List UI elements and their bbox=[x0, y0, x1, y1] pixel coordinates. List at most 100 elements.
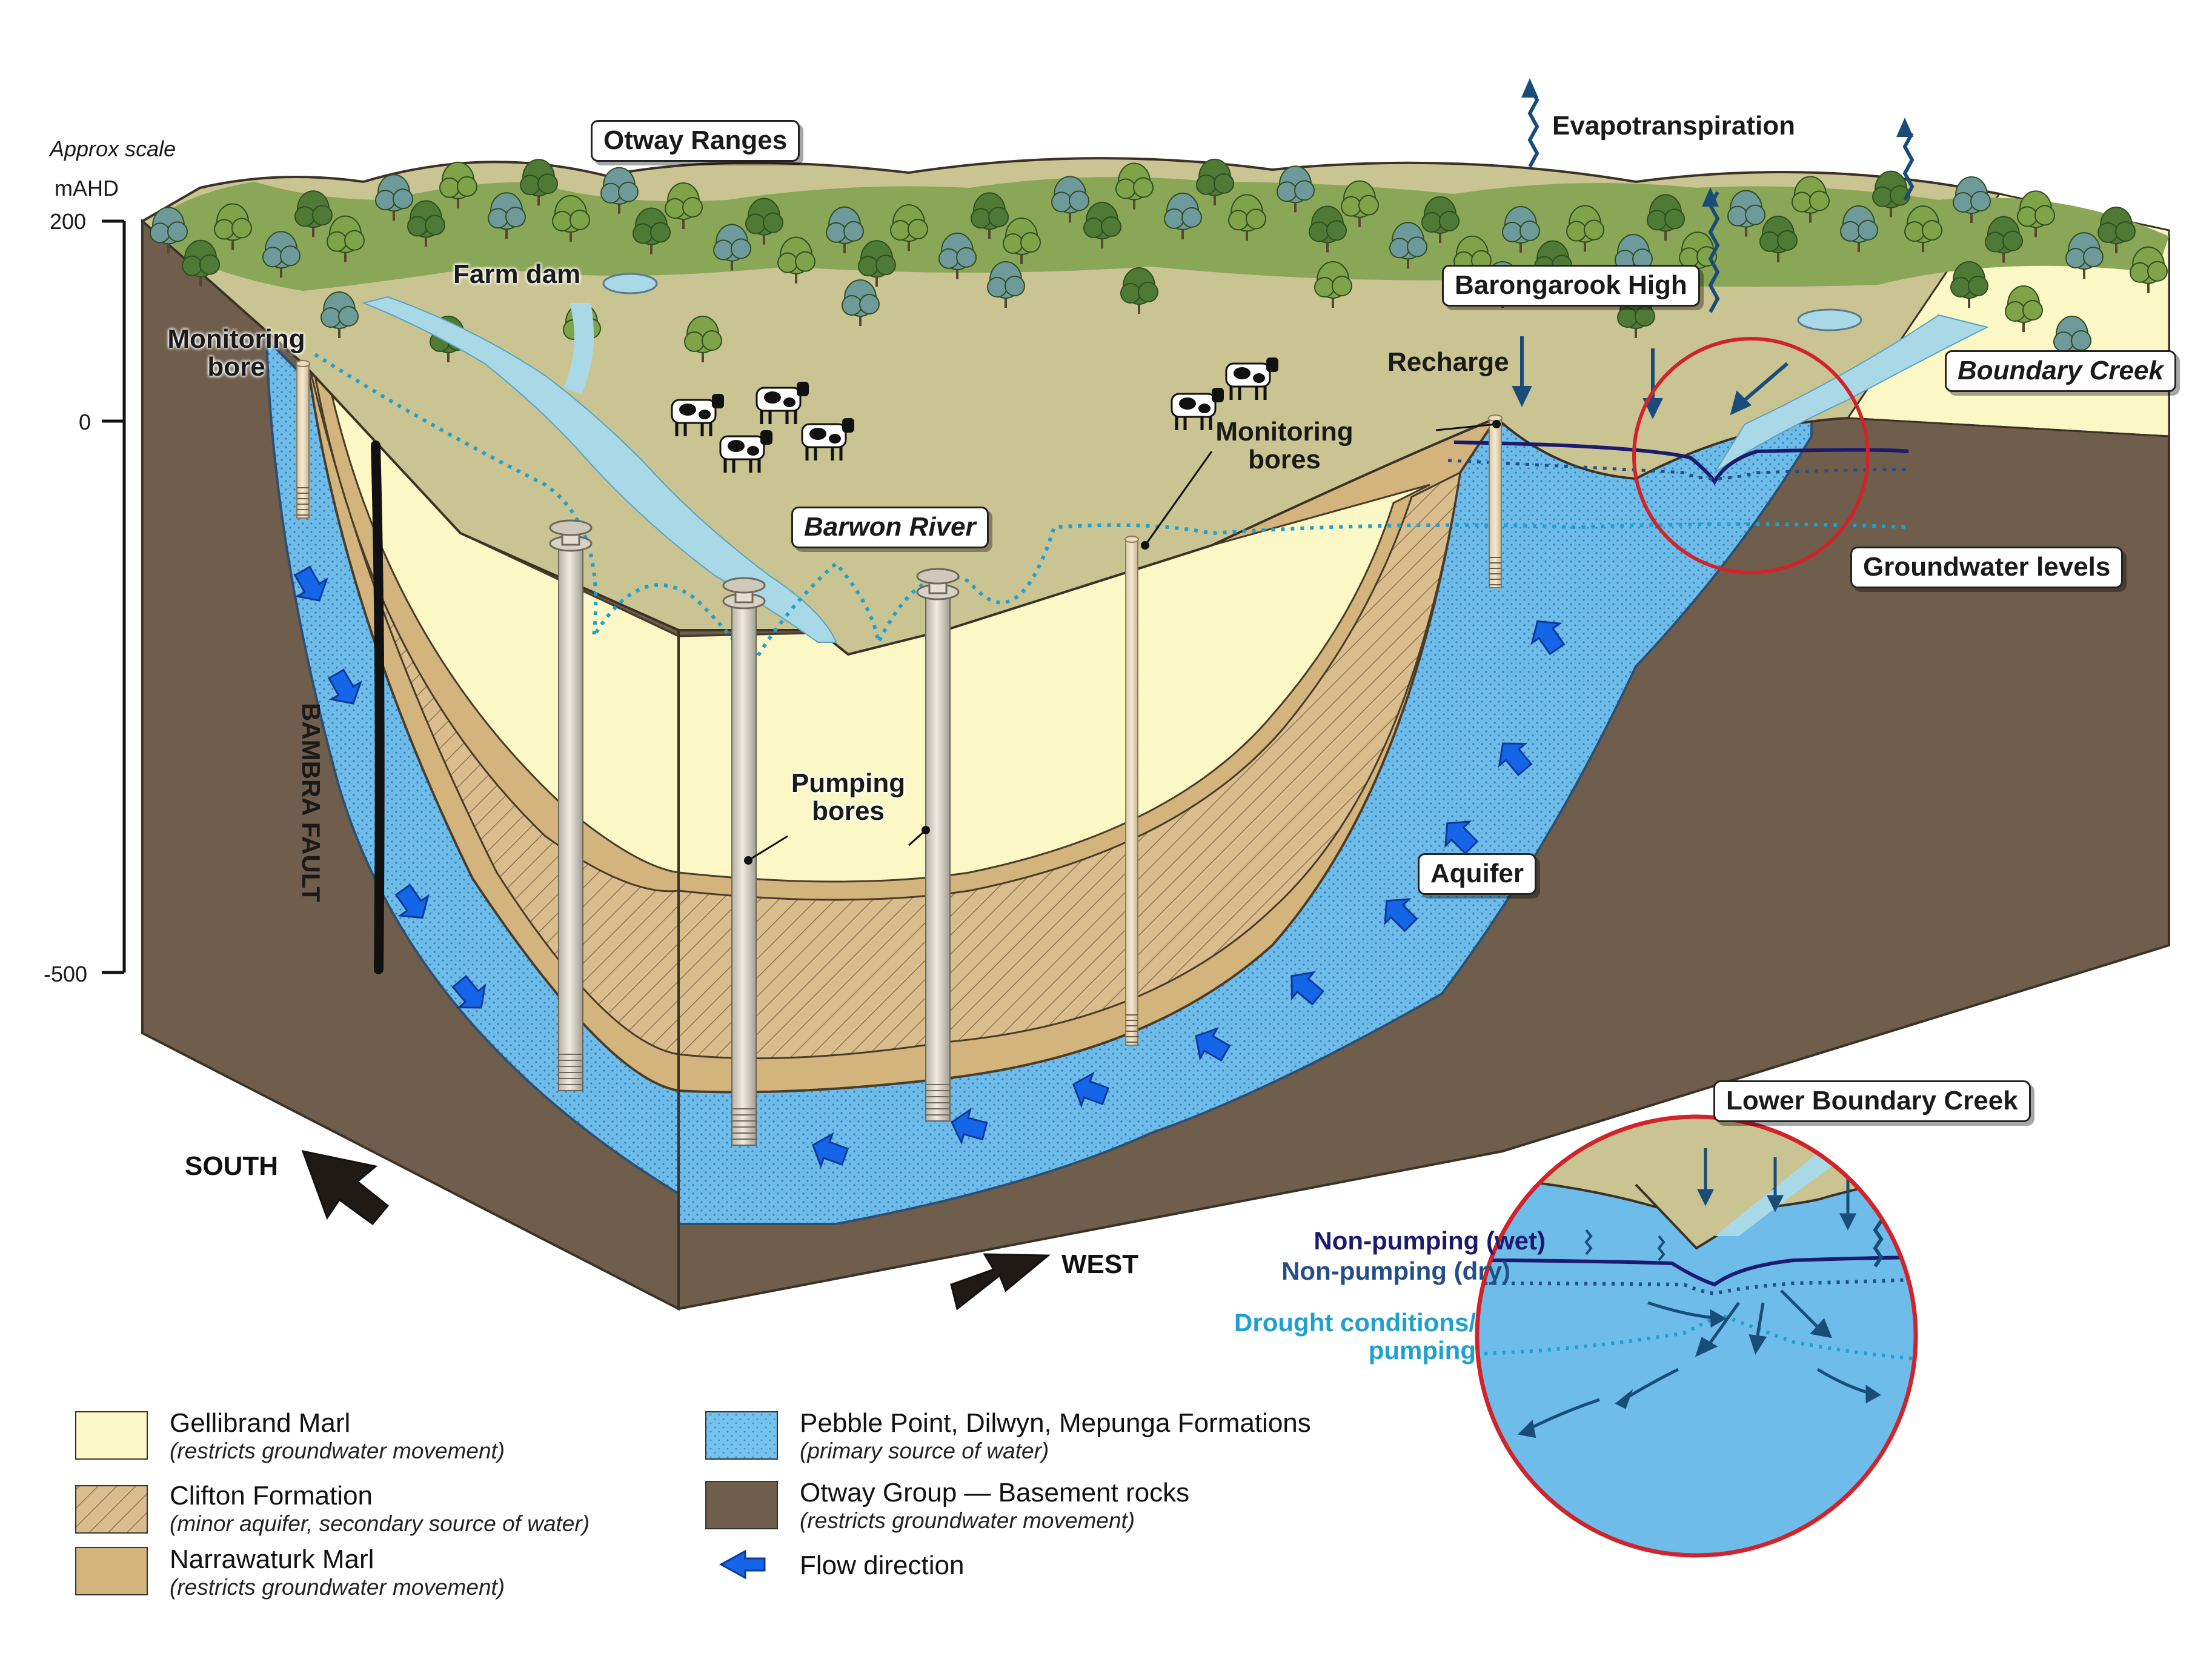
level-wet-line bbox=[1453, 441, 1909, 485]
tree-icon bbox=[294, 190, 333, 238]
tree-icon bbox=[2130, 246, 2168, 293]
legend-title: Clifton Formation bbox=[170, 1481, 373, 1511]
evapotranspiration-arrow-icon bbox=[1896, 118, 1915, 201]
flow-arrow-icon bbox=[1384, 898, 1418, 933]
level-dry-label: Non-pumping (dry) bbox=[1281, 1257, 1510, 1285]
tree-icon bbox=[1003, 217, 1041, 264]
evapotranspiration-label: Evapotranspiration bbox=[1552, 111, 1795, 141]
legend-swatches bbox=[75, 1411, 778, 1595]
tree-icon bbox=[407, 200, 445, 247]
cattle bbox=[671, 357, 1278, 473]
tree-icon bbox=[987, 261, 1025, 308]
tree-icon bbox=[1314, 261, 1352, 308]
tree-icon bbox=[327, 215, 365, 262]
tree-icon bbox=[552, 194, 590, 242]
barongarook-high-label: Barongarook High bbox=[1442, 265, 1700, 307]
scale-tick-minus-500: -500 bbox=[44, 962, 88, 986]
scale-tick-200: 200 bbox=[50, 209, 87, 234]
zoom-ring bbox=[1632, 337, 1870, 574]
tree-icon bbox=[777, 236, 815, 284]
bores bbox=[296, 360, 1503, 1146]
leader-line bbox=[1144, 451, 1213, 546]
evapotranspiration-arrow-icon bbox=[1521, 78, 1539, 168]
flow-arrow-icon bbox=[1072, 1071, 1110, 1108]
tree-icon bbox=[1164, 192, 1202, 239]
bambra-fault-label: BAMBRA FAULT bbox=[297, 703, 325, 902]
pumping-bore bbox=[722, 577, 766, 1146]
tree-icon bbox=[182, 239, 220, 287]
flow-arrow-icon bbox=[1444, 820, 1479, 855]
tree-canopy bbox=[150, 158, 2168, 362]
tree-icon bbox=[1566, 205, 1604, 252]
tree-icon bbox=[1421, 196, 1460, 243]
tree-icon bbox=[1953, 176, 1991, 224]
compass-south-label: SOUTH bbox=[185, 1151, 278, 1181]
tree-icon bbox=[1502, 205, 1540, 253]
legend-subtitle: (restricts groundwater movement) bbox=[800, 1508, 1135, 1533]
boundary-creek-label: Boundary Creek bbox=[1945, 350, 2176, 392]
tree-icon bbox=[1196, 158, 1234, 205]
legend-subtitle: (restricts groundwater movement) bbox=[170, 1438, 505, 1463]
evapotranspiration-arrows bbox=[1521, 78, 1915, 313]
legend-subtitle: (minor aquifer, secondary source of wate… bbox=[170, 1511, 590, 1536]
leader-dot bbox=[922, 826, 930, 834]
cow-icon bbox=[756, 382, 809, 424]
legend-flow-arrow bbox=[719, 1549, 766, 1580]
flow-arrow-icon bbox=[451, 974, 487, 1009]
barwon-river bbox=[361, 296, 837, 643]
level-drought-label: Drought conditions/ pumping bbox=[1234, 1308, 1476, 1365]
leader-line bbox=[748, 835, 788, 862]
legend-title: Otway Group — Basement rocks bbox=[800, 1478, 1190, 1508]
tree-icon bbox=[1120, 267, 1158, 314]
legend-subtitle: (primary source of water) bbox=[800, 1438, 1049, 1463]
tree-icon bbox=[745, 198, 783, 245]
tree-icon bbox=[1840, 205, 1878, 252]
tree-icon bbox=[1277, 165, 1315, 213]
tree-icon bbox=[890, 204, 928, 251]
legend-title: Narrawaturk Marl bbox=[170, 1544, 374, 1574]
leader-dot bbox=[744, 856, 752, 865]
legend-title: Pebble Point, Dilwyn, Mepunga Formations bbox=[800, 1408, 1311, 1438]
groundwater-level-dotted bbox=[314, 353, 1909, 671]
flow-arrow-icon bbox=[951, 1107, 988, 1145]
tree-icon bbox=[1792, 176, 1830, 223]
tree-icon bbox=[439, 161, 477, 208]
lower-boundary-creek-label: Lower Boundary Creek bbox=[1713, 1080, 2031, 1122]
tree-icon bbox=[713, 224, 751, 271]
bambra-fault-line bbox=[371, 441, 385, 974]
tree-icon bbox=[321, 291, 359, 338]
tree-icon bbox=[665, 182, 703, 229]
pumping-bores-label: Pumping bores bbox=[791, 768, 906, 826]
monitoring-bore bbox=[296, 360, 310, 519]
monitoring-bore bbox=[1124, 536, 1139, 1046]
tree-icon bbox=[1309, 205, 1347, 253]
legend-title: Flow direction bbox=[800, 1551, 965, 1580]
farm-dam bbox=[602, 273, 658, 294]
tree-icon bbox=[1647, 194, 1685, 241]
flow-arrow-icon bbox=[293, 565, 329, 602]
flow-arrow-icon bbox=[1530, 620, 1566, 656]
pumping-bore bbox=[549, 519, 593, 1091]
level-dry-line bbox=[1447, 459, 1909, 480]
tree-icon bbox=[1759, 215, 1798, 262]
compass-west-arrow bbox=[950, 1253, 1051, 1311]
tree-icon bbox=[262, 231, 301, 278]
tree-icon bbox=[2097, 207, 2136, 254]
aquifer-label: Aquifer bbox=[1418, 853, 1536, 895]
tree-icon bbox=[684, 316, 722, 362]
scale-caption: Approx scale bbox=[50, 136, 176, 161]
barwon-river-label: Barwon River bbox=[791, 507, 989, 548]
flow-arrow-icon bbox=[1290, 971, 1325, 1006]
tree-icon bbox=[1679, 231, 1717, 279]
flow-arrows bbox=[293, 565, 1566, 1169]
scale-tick-0: 0 bbox=[79, 410, 91, 434]
tree-icon bbox=[1051, 176, 1089, 223]
monitoring-bore-label: Monitoring bore bbox=[167, 324, 305, 382]
tree-icon bbox=[2065, 232, 2104, 279]
farm-dam-label: Farm dam bbox=[453, 259, 581, 289]
tree-icon bbox=[1341, 180, 1379, 227]
recharge-arrows-main bbox=[1512, 336, 1789, 419]
tree-icon bbox=[1904, 205, 1942, 253]
tree-icon bbox=[858, 240, 896, 287]
tree-icon bbox=[1228, 194, 1266, 241]
